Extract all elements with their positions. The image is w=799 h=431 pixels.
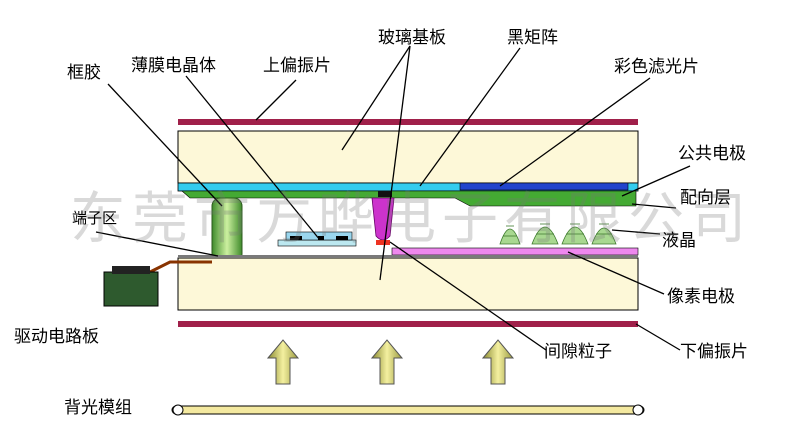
top-glass-substrate bbox=[177, 130, 639, 184]
label-spacer: 间隙粒子 bbox=[544, 342, 612, 362]
driver-connector bbox=[112, 266, 150, 274]
label-color-filter: 彩色滤光片 bbox=[614, 57, 699, 77]
label-common-electrode: 公共电极 bbox=[678, 144, 746, 164]
tft bbox=[277, 231, 357, 247]
leader-lines bbox=[95, 45, 691, 351]
label-terminal-area: 端子区 bbox=[72, 209, 118, 227]
label-alignment-layer: 配向层 bbox=[680, 188, 731, 208]
label-bottom-polarizer: 下偏振片 bbox=[680, 342, 748, 362]
label-pixel-electrode: 像素电极 bbox=[667, 287, 735, 307]
terminal-lead bbox=[149, 260, 212, 274]
spacer bbox=[371, 197, 395, 241]
label-black-matrix: 黑矩阵 bbox=[507, 28, 558, 48]
label-glass-substrate: 玻璃基板 bbox=[378, 28, 446, 48]
liquid-crystal bbox=[499, 223, 617, 245]
backlight-module bbox=[171, 404, 645, 416]
label-liquid-crystal: 液晶 bbox=[662, 231, 696, 251]
bottom-glass-substrate bbox=[177, 257, 639, 311]
backlight-arrows bbox=[266, 339, 515, 385]
bottom-polarizer bbox=[178, 321, 638, 327]
label-tft: 薄膜电晶体 bbox=[131, 56, 216, 76]
color-filter bbox=[459, 182, 629, 191]
label-driver-board: 驱动电路板 bbox=[14, 327, 99, 347]
driver-board bbox=[103, 271, 159, 307]
alignment-layer bbox=[181, 190, 637, 207]
label-sealant: 框胶 bbox=[67, 63, 101, 83]
spacer-base bbox=[376, 240, 390, 245]
label-top-polarizer: 上偏振片 bbox=[263, 56, 331, 76]
watermark: 东莞市方晔电子有限公司 bbox=[70, 187, 752, 252]
bottom-inner-line bbox=[178, 255, 638, 258]
top-polarizer bbox=[178, 119, 638, 125]
black-matrix bbox=[378, 191, 392, 197]
label-backlight: 背光模组 bbox=[64, 398, 132, 418]
